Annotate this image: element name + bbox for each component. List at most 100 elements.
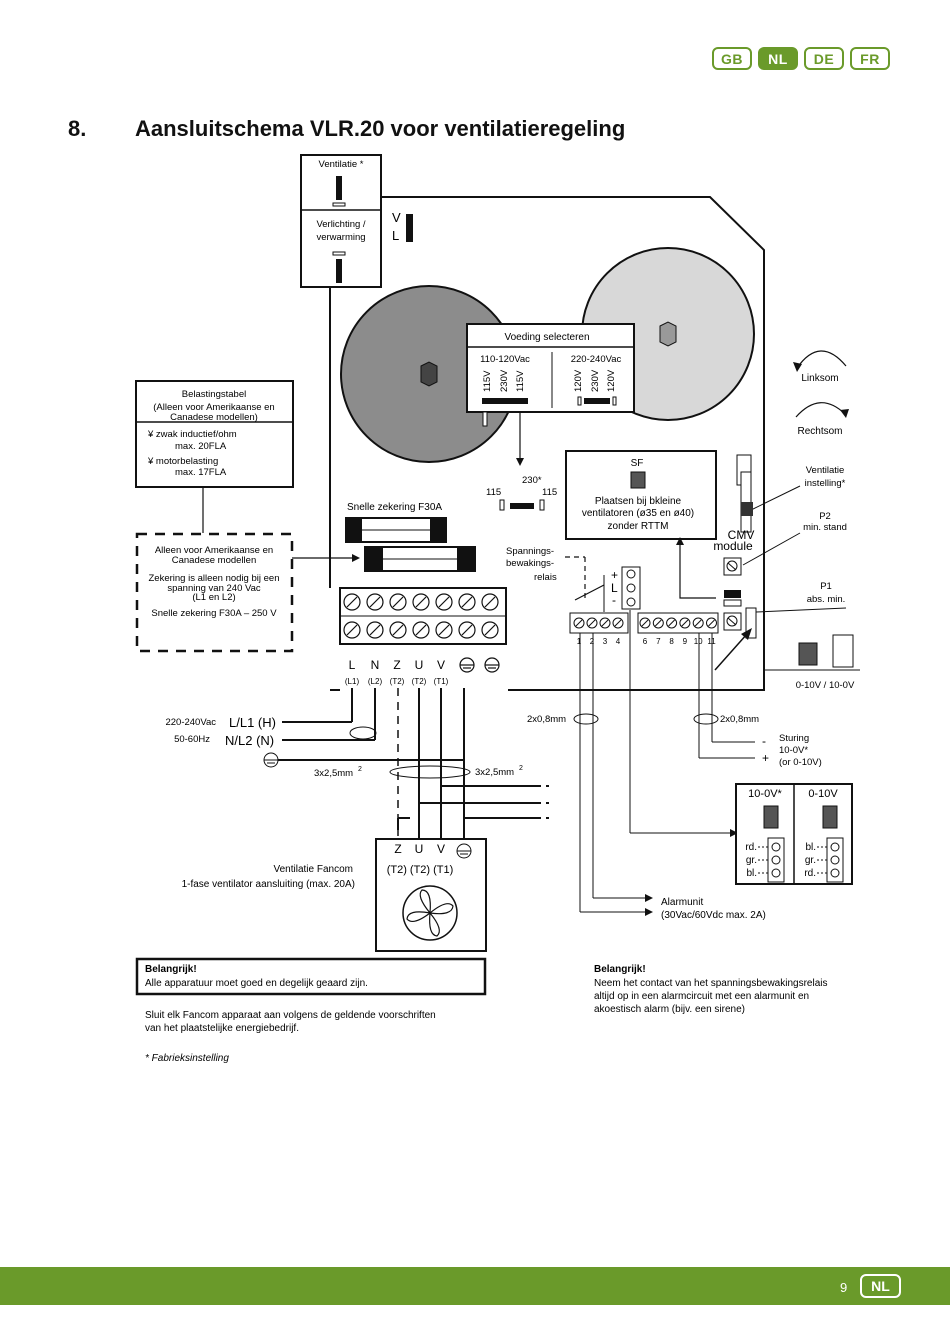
small-terminal-number: 7 <box>656 637 661 646</box>
fuse-bottom <box>364 546 476 572</box>
svg-text:altijd op in een alarmcircuit: altijd op in een alarmcircuit met een al… <box>594 991 809 1002</box>
terminal-letter: V <box>437 658 445 672</box>
small-terminal-number: 2 <box>590 637 595 646</box>
svg-text:2: 2 <box>358 766 362 773</box>
svg-text:Z: Z <box>394 842 401 856</box>
svg-text:-: - <box>762 734 766 748</box>
svg-text:U: U <box>415 842 424 856</box>
svg-text:Neem het contact van het spann: Neem het contact van het spanningsbewaki… <box>594 978 827 989</box>
svg-text:Belangrijk!: Belangrijk! <box>145 964 197 975</box>
small-terminal <box>586 617 598 629</box>
svg-text:L: L <box>611 581 618 595</box>
screw-terminal <box>481 593 499 611</box>
terminal-sub: (L1) <box>345 677 360 686</box>
rotation-rechtsom: Rechtsom <box>795 402 849 437</box>
section-title: Aansluitschema VLR.20 voor ventilatiereg… <box>135 116 626 141</box>
small-terminal-number: 8 <box>669 637 674 646</box>
footer-language-badge: NL <box>860 1274 901 1298</box>
small-terminal <box>679 617 691 629</box>
svg-text:Sluit elk Fancom apparaat aan: Sluit elk Fancom apparaat aan volgens de… <box>145 1010 436 1021</box>
svg-text:2: 2 <box>519 765 523 772</box>
terminal-letter: L <box>349 658 356 672</box>
wire-color-label: rd. <box>804 868 816 879</box>
svg-text:-: - <box>612 593 616 607</box>
screw-terminal <box>458 593 476 611</box>
small-terminal <box>639 617 651 629</box>
language-de-button[interactable]: DE <box>804 47 844 70</box>
wire-color-label: gr. <box>805 855 816 866</box>
svg-text:Belastingstabel: Belastingstabel <box>182 389 246 400</box>
screw-terminal <box>458 621 476 639</box>
svg-text:Ventilatie Fancom: Ventilatie Fancom <box>274 864 354 875</box>
fan-unit: Z U V (T2) (T2) (T1) <box>375 838 487 952</box>
switch-bottom-label-1: Verlichting / <box>316 219 365 230</box>
svg-text:(L1 en L2): (L1 en L2) <box>192 592 235 603</box>
svg-text:spanning van 240 Vac: spanning van 240 Vac <box>167 583 261 594</box>
switch-top-label: Ventilatie * <box>319 159 364 170</box>
terminal-letter: Z <box>393 658 400 672</box>
screw-terminal <box>366 593 384 611</box>
section-number: 8. <box>68 116 87 141</box>
jumper-left-label: 115 <box>486 487 501 498</box>
voltage-select-box: Voeding selecteren 110-120Vac 220-240Vac… <box>466 323 635 413</box>
screw-terminal <box>343 621 361 639</box>
section-heading: 8. Aansluitschema VLR.20 voor ventilatier… <box>68 116 625 142</box>
terminal-sub: (T2) <box>412 677 427 686</box>
svg-text:Spannings-: Spannings- <box>506 546 554 557</box>
small-terminal <box>612 617 624 629</box>
svg-text:10-0V*: 10-0V* <box>748 788 782 800</box>
svg-text:0-10V: 0-10V <box>808 788 838 800</box>
fuse-top <box>345 517 447 543</box>
screw-terminal <box>481 621 499 639</box>
svg-text:max. 20FLA: max. 20FLA <box>175 441 227 452</box>
language-gb-button[interactable]: GB <box>712 47 752 70</box>
svg-text:¥ zwak inductief/ohm: ¥ zwak inductief/ohm <box>147 429 237 440</box>
svg-text:2x0,8mm: 2x0,8mm <box>720 714 759 725</box>
language-nl-button[interactable]: NL <box>758 47 798 70</box>
screw-terminal <box>389 621 407 639</box>
svg-text:230V: 230V <box>499 369 510 392</box>
svg-text:van het plaatstelijke energieb: van het plaatstelijke energiebedrijf. <box>145 1023 299 1034</box>
svg-text:Alle apparatuur moet goed en d: Alle apparatuur moet goed en degelijk ge… <box>145 978 368 989</box>
svg-text:max. 17FLA: max. 17FLA <box>175 467 227 478</box>
terminal-sub: (L2) <box>368 677 383 686</box>
small-terminal-number: 9 <box>683 637 688 646</box>
language-fr-button[interactable]: FR <box>850 47 890 70</box>
svg-text:Zekering is alleen nodig bij e: Zekering is alleen nodig bij een <box>149 573 280 584</box>
page-number: 9 <box>840 1280 848 1295</box>
svg-text:50-60Hz: 50-60Hz <box>174 734 210 745</box>
svg-text:Belangrijk!: Belangrijk! <box>594 964 646 975</box>
rotation-linksom: Linksom <box>793 350 847 384</box>
terminal-sub: (T2) <box>390 677 405 686</box>
svg-text:Alleen voor Amerikaanse en: Alleen voor Amerikaanse en <box>155 545 273 556</box>
svg-text:bewakings-: bewakings- <box>506 558 554 569</box>
fuse-label: Snelle zekering F30A <box>347 502 442 513</box>
svg-text:3x2,5mm: 3x2,5mm <box>475 767 514 778</box>
svg-text:+: + <box>762 751 769 765</box>
screw-terminal <box>412 621 430 639</box>
terminal-letter: N <box>371 658 380 672</box>
small-terminal <box>666 617 678 629</box>
screw-terminal <box>435 593 453 611</box>
svg-text:relais: relais <box>534 572 557 583</box>
terminal-block-main <box>339 587 507 645</box>
svg-text:230V: 230V <box>590 369 601 392</box>
screw-terminal <box>412 593 430 611</box>
screw-terminal <box>435 621 453 639</box>
svg-text:Alarmunit: Alarmunit <box>661 897 703 908</box>
svg-text:¥ motorbelasting: ¥ motorbelasting <box>147 456 218 467</box>
svg-text:115V: 115V <box>515 370 526 392</box>
svg-text:Plaatsen bij bkleine: Plaatsen bij bkleine <box>595 496 682 507</box>
small-terminal-number: 1 <box>577 637 582 646</box>
small-terminal-number: 10 <box>694 637 703 646</box>
svg-text:Snelle zekering F30A – 250 V: Snelle zekering F30A – 250 V <box>151 608 277 619</box>
terminal-letter: U <box>415 658 424 672</box>
svg-text:120V: 120V <box>606 369 617 392</box>
screw-terminal <box>366 621 384 639</box>
small-terminal <box>706 617 717 629</box>
svg-text:10-0V*: 10-0V* <box>779 745 808 756</box>
svg-text:0-10V / 10-0V: 0-10V / 10-0V <box>796 680 855 691</box>
svg-text:Rechtsom: Rechtsom <box>797 426 842 437</box>
svg-text:N/L2 (N): N/L2 (N) <box>225 733 274 748</box>
